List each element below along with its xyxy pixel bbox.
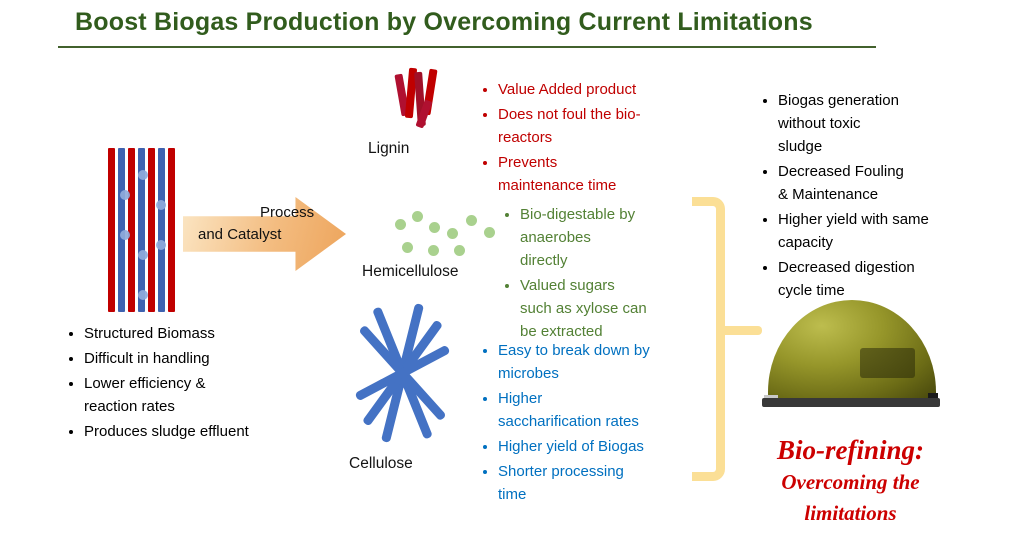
gathering-bracket-icon: [692, 197, 725, 481]
biomass-stripe: [138, 148, 145, 312]
title-underline: [58, 46, 876, 48]
cellulose-benefits-list: Easy to break down by microbes Higher sa…: [476, 339, 718, 508]
bullet-item: Easy to break down by microbes: [498, 339, 718, 385]
biomass-stripe: [128, 148, 135, 312]
biorefining-subtitle-line2: limitations: [804, 501, 897, 525]
overall-benefits-list: Biogas generation without toxic sludge D…: [754, 89, 998, 304]
slide-title: Boost Biogas Production by Overcoming Cu…: [75, 8, 813, 36]
cellulose-icon: [350, 300, 454, 448]
bullet-item: Structured Biomass: [84, 322, 344, 345]
digester-base: [762, 398, 940, 407]
lignin-label: Lignin: [368, 140, 410, 157]
hemicellulose-icon: [388, 204, 498, 256]
bullet-item: Bio-digestable by anaerobes directly: [520, 203, 720, 272]
digester-hatch: [860, 348, 915, 378]
hemicellulose-dot: [429, 222, 440, 233]
biogas-digester-image: [762, 296, 942, 420]
bullet-item: Produces sludge effluent: [84, 420, 344, 443]
biorefining-caption: Bio-refining: Overcoming the limitations: [748, 433, 953, 529]
hemicellulose-benefits-list: Bio-digestable by anaerobes directly Val…: [498, 203, 720, 345]
biomass-dot: [120, 190, 130, 200]
biomass-dot: [138, 170, 148, 180]
lignin-icon: [394, 66, 446, 132]
hemicellulose-dot: [466, 215, 477, 226]
biomass-stripe: [168, 148, 175, 312]
biorefining-title: Bio-refining:: [776, 435, 924, 465]
cellulose-label: Cellulose: [349, 455, 413, 472]
biomass-stripe: [148, 148, 155, 312]
hemicellulose-label: Hemicellulose: [362, 263, 459, 280]
arrow-label-line1: Process: [260, 204, 315, 221]
biomass-dot: [120, 230, 130, 240]
lignin-benefits-list: Value Added product Does not foul the bi…: [476, 78, 708, 199]
bullet-item: Higher saccharification rates: [498, 387, 718, 433]
hemicellulose-dot: [402, 242, 413, 253]
bullet-item: Shorter processing time: [498, 460, 718, 506]
hemicellulose-dot: [395, 219, 406, 230]
bullet-item: Difficult in handling: [84, 347, 344, 370]
biomass-dot: [156, 240, 166, 250]
biomass-stripe: [158, 148, 165, 312]
bracket-pointer-icon: [720, 326, 762, 335]
hemicellulose-dot: [412, 211, 423, 222]
bullet-item: Biogas generation without toxic sludge: [778, 89, 998, 158]
bullet-item: Prevents maintenance time: [498, 151, 708, 197]
biomass-dot: [138, 290, 148, 300]
biorefining-subtitle-line1: Overcoming the: [781, 470, 920, 494]
digester-base-right: [928, 393, 938, 399]
bullet-item: Does not foul the bio- reactors: [498, 103, 708, 149]
bullet-item: Valued sugars such as xylose can be extr…: [520, 274, 720, 343]
hemicellulose-dot: [428, 245, 439, 256]
bullet-item: Decreased digestion cycle time: [778, 256, 998, 302]
arrow-label-line2: and Catalyst: [198, 226, 282, 243]
biomass-dot: [138, 250, 148, 260]
biomass-limitations-list: Structured Biomass Difficult in handling…: [58, 322, 344, 445]
digester-base-left: [764, 395, 778, 400]
bullet-item: Value Added product: [498, 78, 708, 101]
biomass-dot: [156, 200, 166, 210]
biomass-stripe: [108, 148, 115, 312]
bullet-item: Higher yield of Biogas: [498, 435, 718, 458]
hemicellulose-dot: [454, 245, 465, 256]
bullet-item: Higher yield with same capacity: [778, 208, 998, 254]
bullet-item: Lower efficiency & reaction rates: [84, 372, 344, 418]
process-arrow-label: Process and Catalyst: [196, 202, 314, 246]
bullet-item: Decreased Fouling & Maintenance: [778, 160, 998, 206]
structured-biomass-icon: [108, 148, 176, 312]
hemicellulose-dot: [447, 228, 458, 239]
hemicellulose-dot: [484, 227, 495, 238]
